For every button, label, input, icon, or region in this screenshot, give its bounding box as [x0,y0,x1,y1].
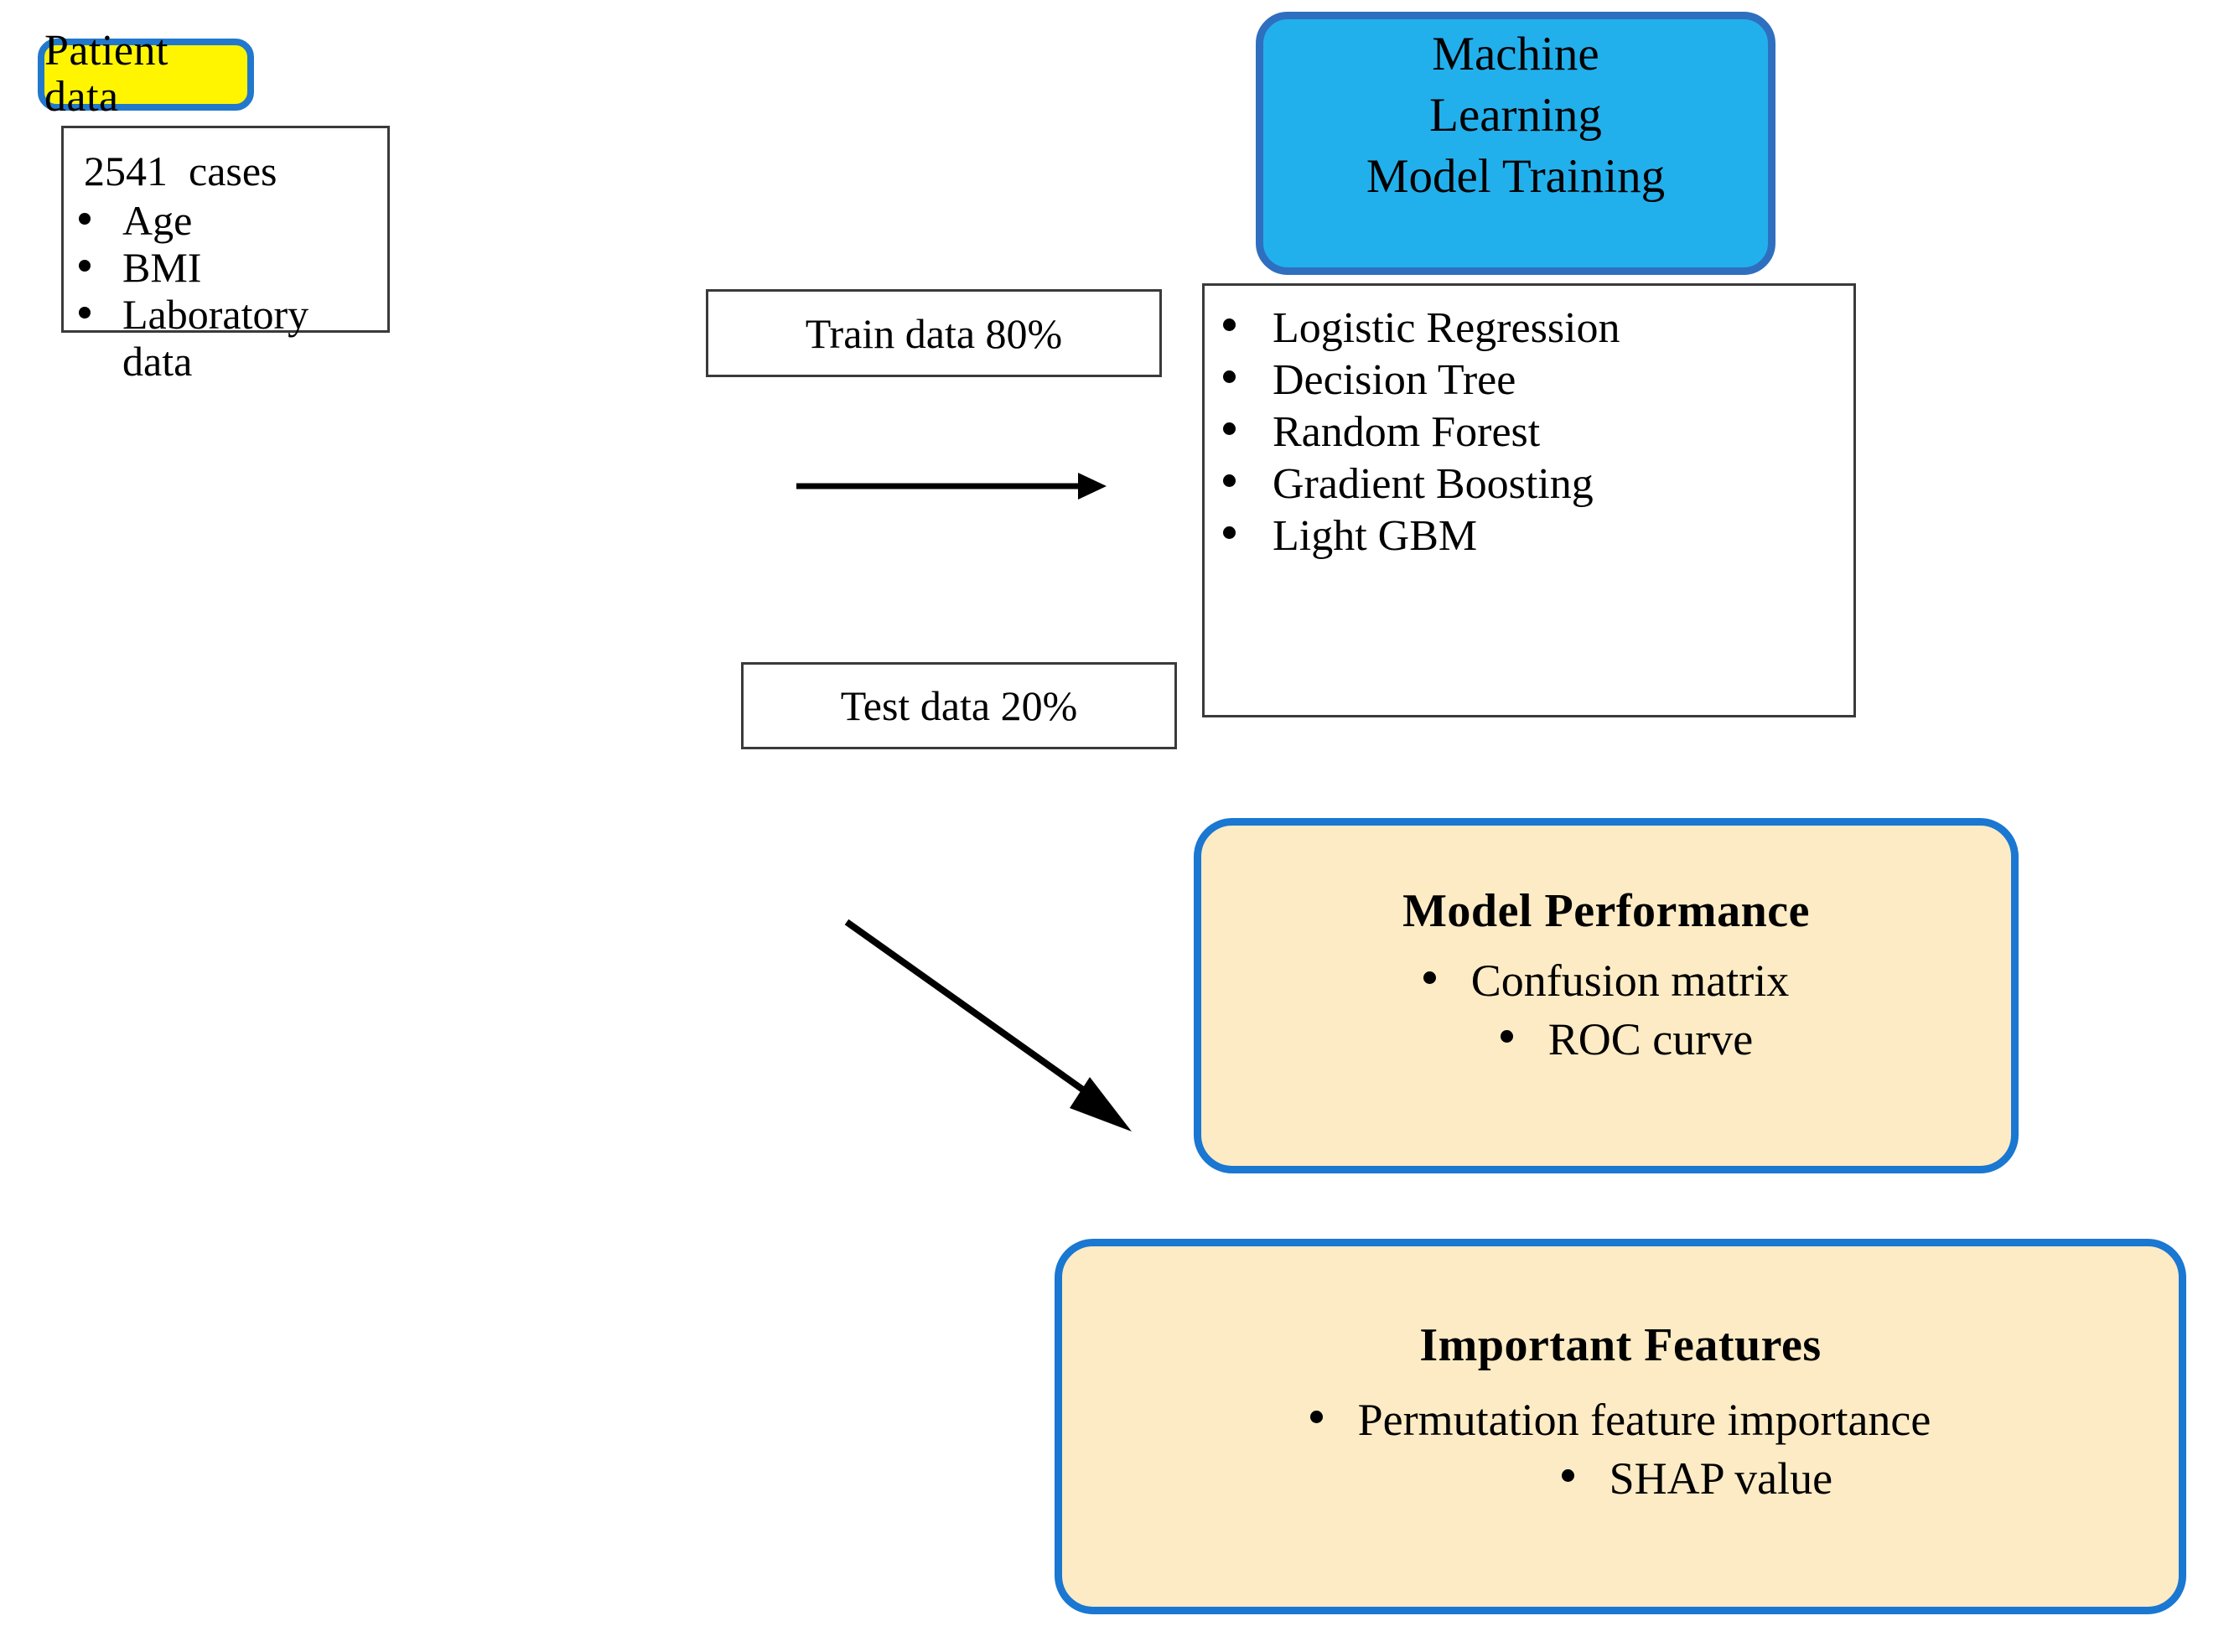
list-item: Light GBM [1223,510,1853,562]
case-count-label: 2541 cases [84,148,277,194]
important-features-item: SHAP value [1609,1453,1833,1504]
patient-data-title: Patient data [44,27,168,121]
ml-title-line-1: Machine [1432,28,1599,80]
patient-feature-label: Age [122,197,193,244]
model-performance-item: Confusion matrix [1470,955,1790,1006]
model-performance-title: Model Performance [1402,885,1810,937]
list-item: Laboratory data [79,291,387,385]
model-performance-item: ROC curve [1547,1014,1754,1065]
list-item: ROC curve [1500,1010,1789,1069]
model-performance-box: Model Performance Confusion matrix ROC c… [1194,818,2019,1173]
machine-learning-title-box: Machine Learning Model Training [1256,12,1775,275]
bullet-icon [1223,526,1236,539]
patient-data-box: Patient data [38,28,254,120]
important-features-list: Permutation feature importance SHAP valu… [1309,1390,1931,1508]
algorithm-label: Light GBM [1273,511,1478,560]
patient-data-detail-box: 2541 cases Age BMI Laboratory data [61,126,390,385]
algorithm-list: Logistic Regression Decision Tree Random… [1205,303,1853,562]
bullet-icon [1309,1411,1323,1423]
model-performance-list: Confusion matrix ROC curve [1423,951,1789,1069]
patient-feature-label: Laboratory data [122,291,309,385]
list-item: Random Forest [1223,407,1853,458]
important-features-box: Important Features Permutation feature i… [1055,1239,2186,1614]
bullet-icon [79,213,91,225]
train-split-label-box: Train data 80% [706,289,1162,377]
ml-title-line-2: Learning [1429,88,1602,142]
algorithm-label: Gradient Boosting [1273,459,1594,508]
patient-feature-list: Age BMI Laboratory data [64,197,387,385]
list-item: Gradient Boosting [1223,458,1853,510]
bullet-icon [79,260,91,272]
test-split-label: Test data 20% [840,682,1078,729]
important-features-item: Permutation feature importance [1357,1395,1931,1445]
algorithm-label: Random Forest [1273,407,1541,456]
list-item: SHAP value [1561,1449,1931,1508]
train-arrow-icon [796,473,1107,500]
bullet-icon [1500,1030,1513,1044]
list-item: Logistic Regression [1223,303,1853,355]
train-split-label: Train data 80% [805,309,1063,357]
test-arrow-icon [844,919,1132,1132]
machine-learning-algorithms-box: Logistic Regression Decision Tree Random… [1202,283,1856,717]
list-item: Age [79,197,387,244]
bullet-icon [79,307,91,318]
test-split-label-box: Test data 20% [741,662,1177,749]
bullet-icon [1423,971,1436,984]
ml-title-line-3: Model Training [1366,149,1666,203]
bullet-icon [1223,474,1236,487]
important-features-title: Important Features [1419,1319,1822,1371]
list-item: Permutation feature importance [1309,1390,1931,1449]
list-item: Confusion matrix [1423,951,1789,1010]
patient-feature-label: BMI [122,244,202,291]
bullet-icon [1223,422,1236,435]
algorithm-label: Logistic Regression [1273,304,1620,352]
list-item: Decision Tree [1223,355,1853,407]
list-item: BMI [79,244,387,291]
bullet-icon [1223,318,1236,331]
bullet-icon [1561,1469,1574,1483]
bullet-icon [1223,370,1236,383]
algorithm-label: Decision Tree [1273,355,1516,404]
